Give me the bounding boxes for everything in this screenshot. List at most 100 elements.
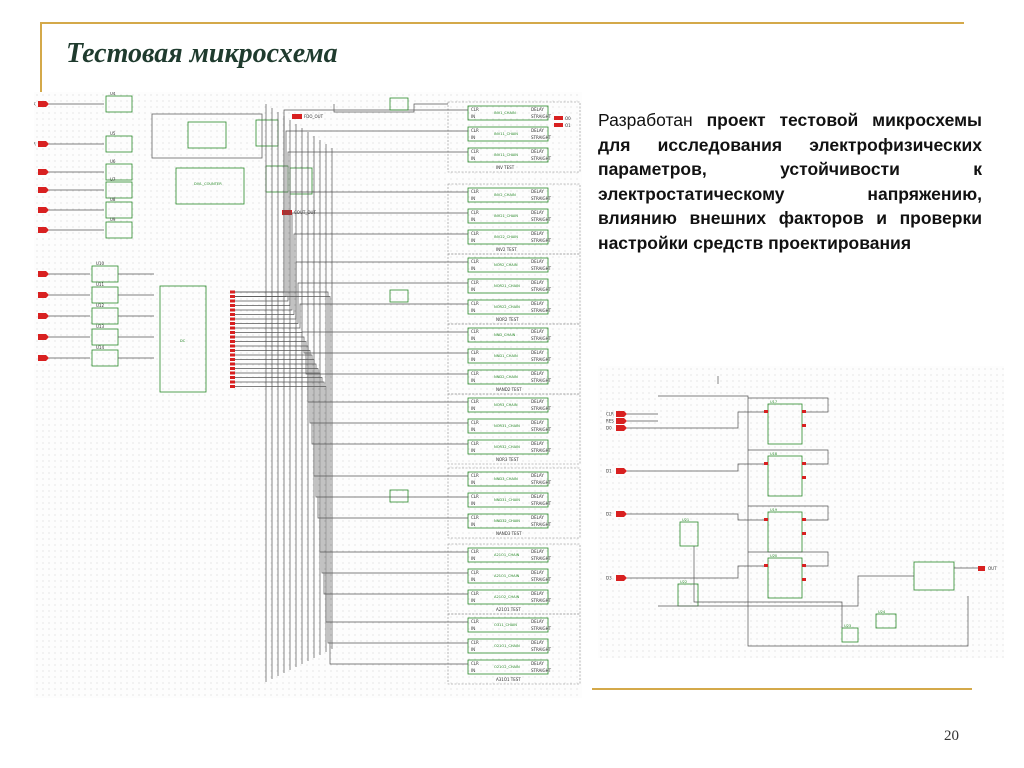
chain-block bbox=[467, 369, 549, 385]
buffer-u14 bbox=[91, 349, 119, 367]
chain-pin-label: IN bbox=[471, 357, 475, 362]
chain-pin-label: IN bbox=[471, 336, 475, 341]
ff-pin bbox=[802, 518, 806, 521]
chain-label: A21O1_CHAIN bbox=[494, 574, 520, 578]
chain-pin-label: CLR bbox=[471, 549, 479, 554]
chain-pin-label: CLR bbox=[471, 515, 479, 520]
chain-pin-label: IN bbox=[471, 668, 475, 673]
chain-label: NOR3_CHAIN bbox=[494, 403, 518, 407]
buffer-label: U14 bbox=[96, 345, 104, 350]
decoder-output-pin bbox=[230, 371, 235, 375]
chain-label: INV11_CHAIN bbox=[494, 153, 518, 157]
chain-pin-label: DELAY bbox=[531, 399, 544, 404]
chain-label: NND3_CHAIN bbox=[494, 477, 518, 481]
wire bbox=[235, 130, 468, 297]
chain-pin-label: STRAIGHT bbox=[531, 626, 552, 631]
pin-label: CLR bbox=[606, 412, 614, 417]
ff-pin bbox=[802, 578, 806, 581]
description-text: Разработан проект тестовой микросхемы дл… bbox=[598, 108, 982, 256]
chain-label: INV22_CHAIN bbox=[494, 235, 518, 239]
buffer-label: U11 bbox=[96, 282, 104, 287]
chain-pin-label: STRAIGHT bbox=[531, 668, 552, 673]
chain-block bbox=[467, 105, 549, 121]
left-rule bbox=[40, 22, 42, 94]
chain-pin-label: STRAIGHT bbox=[531, 336, 552, 341]
wire bbox=[748, 397, 829, 413]
input-pin bbox=[38, 271, 49, 277]
chain-pin-label: IN bbox=[471, 217, 475, 222]
wire bbox=[235, 377, 468, 574]
chain-pin-label: DELAY bbox=[531, 619, 544, 624]
chain-label: NOR22_CHAIN bbox=[494, 305, 520, 309]
flipflop-label: U20 bbox=[770, 554, 778, 558]
chain-label: A21O2_CHAIN bbox=[494, 595, 520, 599]
chain-pin-label: IN bbox=[471, 501, 475, 506]
page-number: 20 bbox=[944, 728, 959, 744]
chain-label: NND32_CHAIN bbox=[494, 519, 520, 523]
ff-pin bbox=[802, 410, 806, 413]
decoder-label: DC bbox=[180, 339, 186, 343]
wire bbox=[235, 109, 468, 293]
chain-pin-label: STRAIGHT bbox=[531, 556, 552, 561]
decoder-output-pin bbox=[230, 335, 235, 339]
chain-pin-label: DELAY bbox=[531, 210, 544, 215]
chain-block bbox=[467, 471, 549, 487]
counter-label: DIVL_COUNTER bbox=[194, 182, 222, 186]
chain-pin-label: IN bbox=[471, 135, 475, 140]
fdo-out-pin bbox=[292, 114, 302, 119]
chain-pin-label: IN bbox=[471, 238, 475, 243]
chain-pin-label: DELAY bbox=[531, 473, 544, 478]
chain-pin-label: STRAIGHT bbox=[531, 238, 552, 243]
chain-pin-label: STRAIGHT bbox=[531, 577, 552, 582]
buffer-u11 bbox=[91, 286, 119, 304]
chain-label: NND31_CHAIN bbox=[494, 498, 520, 502]
test-group-label: A21O1 TEST bbox=[496, 607, 521, 612]
counter-block bbox=[175, 167, 245, 205]
test-group-frame bbox=[447, 393, 581, 465]
wire bbox=[658, 411, 764, 429]
secondary-schematic-drawing: CLRRESD0D1D2D3U17U18U19U20U21U22U23U24OU… bbox=[606, 376, 997, 647]
chain-pin-label: CLR bbox=[471, 231, 479, 236]
wire bbox=[235, 212, 468, 311]
chain-pin-label: CLR bbox=[471, 210, 479, 215]
chain-block bbox=[467, 229, 549, 245]
chain-pin-label: IN bbox=[471, 156, 475, 161]
wire bbox=[658, 513, 764, 521]
decoder-output-pin bbox=[230, 313, 235, 316]
out-pin bbox=[978, 566, 985, 571]
wire bbox=[658, 395, 969, 647]
chain-pin-label: CLR bbox=[471, 189, 479, 194]
chain-pin-label: DELAY bbox=[531, 371, 544, 376]
chain-pin-label: IN bbox=[471, 626, 475, 631]
chain-pin-label: STRAIGHT bbox=[531, 287, 552, 292]
mid-buffer bbox=[389, 97, 409, 111]
flipflop-label: U19 bbox=[770, 508, 778, 512]
chain-pin-label: IN bbox=[471, 266, 475, 271]
bottom-rule bbox=[592, 688, 972, 690]
chain-label: NND2_CHAIN bbox=[494, 375, 518, 379]
buffer-label: U7 bbox=[110, 177, 116, 182]
test-group-frame bbox=[447, 183, 581, 255]
buffer-u13 bbox=[91, 328, 119, 346]
chain-pin-label: IN bbox=[471, 308, 475, 313]
chain-label: O21O1_CHAIN bbox=[494, 644, 520, 648]
chain-pin-label: DELAY bbox=[531, 570, 544, 575]
wire bbox=[235, 336, 468, 354]
chain-pin-label: CLR bbox=[471, 420, 479, 425]
chain-block bbox=[467, 492, 549, 508]
wire bbox=[658, 575, 914, 607]
o0-pin bbox=[554, 116, 563, 120]
chain-block bbox=[467, 638, 549, 654]
pin-label: D2 bbox=[606, 512, 612, 517]
input-pin bbox=[616, 411, 627, 417]
wire bbox=[235, 282, 468, 324]
chain-pin-label: IN bbox=[471, 647, 475, 652]
chain-block bbox=[467, 299, 549, 315]
decoder-block bbox=[159, 285, 207, 393]
test-group-frame bbox=[447, 613, 581, 685]
input-pin bbox=[38, 141, 49, 147]
wire bbox=[235, 386, 468, 623]
pin-label: D3 bbox=[606, 576, 612, 581]
decoder-output-pin bbox=[230, 385, 235, 388]
